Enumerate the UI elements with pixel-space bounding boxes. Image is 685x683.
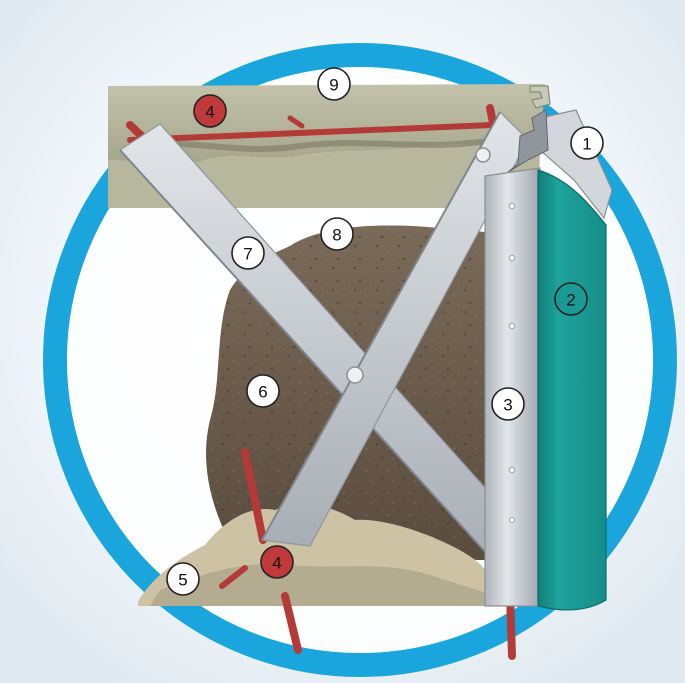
- callout-4: 4: [261, 546, 293, 578]
- callout-number: 1: [582, 135, 591, 154]
- callout-number: 3: [503, 396, 512, 415]
- post-hole: [510, 204, 515, 209]
- callout-4: 4: [194, 95, 226, 127]
- callout-1: 1: [571, 127, 603, 159]
- callout-9: 9: [318, 68, 350, 100]
- callout-number: 2: [566, 291, 575, 310]
- pool-wall-panel: [538, 170, 606, 610]
- bolt-top-right: [476, 148, 490, 162]
- wall-post: [485, 168, 540, 606]
- post-hole: [510, 518, 515, 523]
- post-hole: [510, 324, 515, 329]
- callout-8: 8: [321, 218, 353, 250]
- callout-number: 4: [272, 554, 281, 573]
- callout-2: 2: [555, 283, 587, 315]
- callout-number: 9: [329, 76, 338, 95]
- callout-number: 5: [178, 571, 187, 590]
- callout-5: 5: [167, 563, 199, 595]
- callout-number: 8: [332, 226, 341, 245]
- callout-number: 7: [243, 245, 252, 264]
- callout-number: 6: [258, 383, 267, 402]
- callout-7: 7: [232, 237, 264, 269]
- post-hole: [510, 468, 515, 473]
- callout-6: 6: [247, 375, 279, 407]
- post-hole: [510, 256, 515, 261]
- callout-number: 4: [205, 103, 214, 122]
- callout-3: 3: [492, 388, 524, 420]
- bolt-center: [347, 367, 363, 383]
